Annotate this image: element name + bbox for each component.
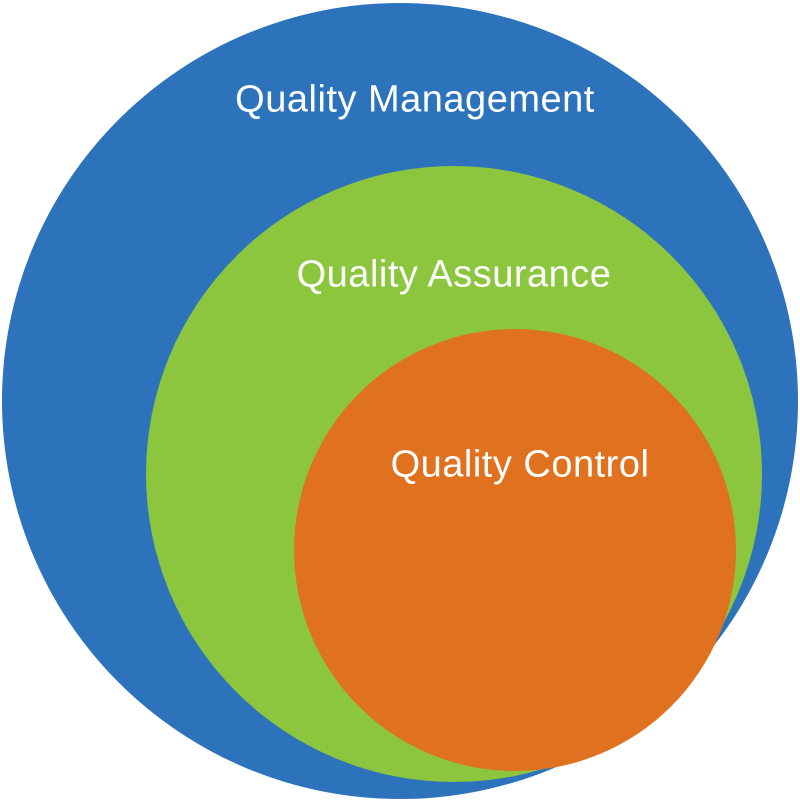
- quality-assurance-label: Quality Assurance: [296, 253, 612, 296]
- quality-control-circle: [294, 329, 736, 771]
- quality-control-label: Quality Control: [390, 443, 650, 486]
- quality-management-label: Quality Management: [235, 78, 595, 121]
